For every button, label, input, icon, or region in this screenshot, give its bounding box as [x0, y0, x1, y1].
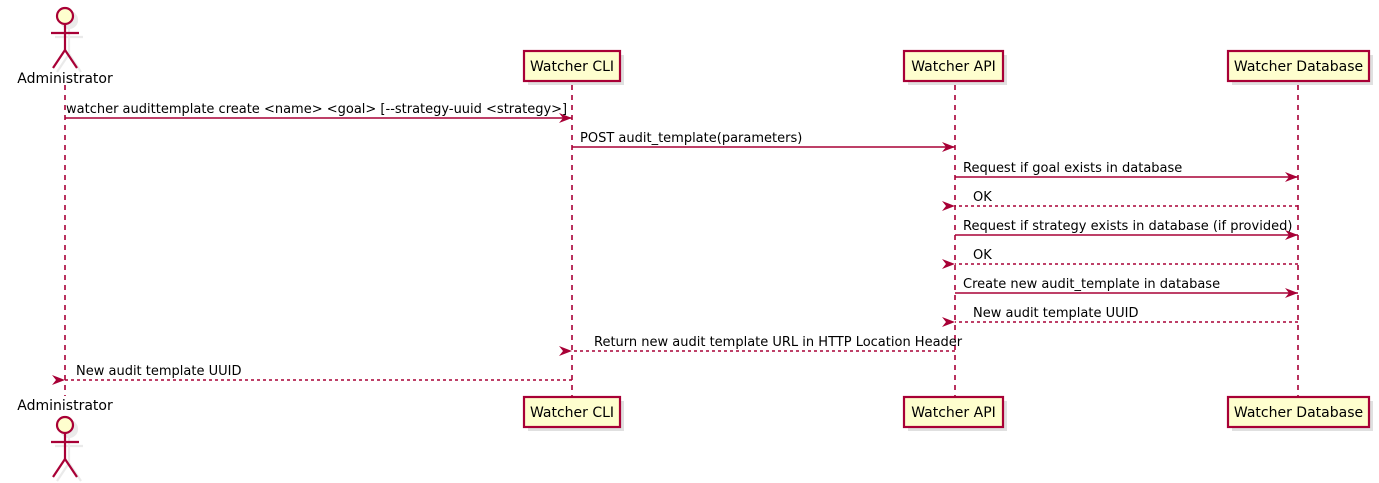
participant-box-watcher-database-top[interactable]: Watcher Database [1226, 49, 1373, 85]
box-rect [522, 49, 622, 83]
box-rect [902, 49, 1005, 83]
message-2: POST audit_template(parameters) [572, 131, 955, 152]
actor-leg-left [52, 49, 66, 69]
message-4: OK [942, 190, 1298, 211]
box-rect [1226, 395, 1371, 429]
participant-label-watcher-api: Watcher API [911, 405, 996, 421]
message-label: New audit template UUID [76, 364, 241, 379]
actor-leg-left [52, 458, 66, 478]
actor-leg-right [64, 49, 78, 69]
message-7: Create new audit_template in database [955, 277, 1298, 298]
messages-group: watcher audittemplate create <name> <goa… [52, 102, 1298, 385]
actor-label-top: Administrator [17, 71, 113, 87]
actor-bottom[interactable]: Administrator [17, 398, 113, 482]
message-label: Create new audit_template in database [963, 277, 1220, 292]
message-label: OK [973, 248, 992, 263]
message-9: Return new audit template URL in HTTP Lo… [559, 335, 963, 356]
message-label: POST audit_template(parameters) [580, 131, 802, 146]
message-1: watcher audittemplate create <name> <goa… [65, 102, 572, 123]
actor-leg-right [64, 458, 78, 478]
participant-box-watcher-api-top[interactable]: Watcher API [902, 49, 1007, 85]
message-3: Request if goal exists in database [955, 161, 1298, 182]
participant-label-watcher-cli: Watcher CLI [530, 405, 614, 421]
message-8: New audit template UUID [942, 306, 1298, 327]
box-rect [1226, 49, 1371, 83]
message-6: OK [942, 248, 1298, 269]
actor-top[interactable]: Administrator [17, 6, 113, 87]
message-label: Request if goal exists in database [963, 161, 1182, 176]
message-label: Request if strategy exists in database (… [963, 219, 1292, 234]
actor-head-icon [55, 6, 75, 26]
actor-label-bottom: Administrator [17, 398, 113, 414]
participant-box-watcher-cli-bottom[interactable]: Watcher CLI [522, 395, 624, 431]
participant-box-watcher-database-bottom[interactable]: Watcher Database [1226, 395, 1373, 431]
participant-label-watcher-cli: Watcher CLI [530, 59, 614, 75]
participant-label-watcher-database: Watcher Database [1234, 405, 1363, 421]
message-label: watcher audittemplate create <name> <goa… [66, 102, 567, 117]
lifelines-group [64, 85, 1299, 396]
box-rect [522, 395, 622, 429]
participant-label-watcher-database: Watcher Database [1234, 59, 1363, 75]
actor-head-icon [55, 415, 75, 435]
message-label: New audit template UUID [973, 306, 1138, 321]
participant-box-watcher-cli-top[interactable]: Watcher CLI [522, 49, 624, 85]
box-rect [902, 395, 1005, 429]
message-5: Request if strategy exists in database (… [955, 219, 1298, 240]
message-label: OK [973, 190, 992, 205]
message-label: Return new audit template URL in HTTP Lo… [594, 335, 963, 350]
participant-box-watcher-api-bottom[interactable]: Watcher API [902, 395, 1007, 431]
participant-label-watcher-api: Watcher API [911, 59, 996, 75]
message-10: New audit template UUID [52, 364, 572, 385]
